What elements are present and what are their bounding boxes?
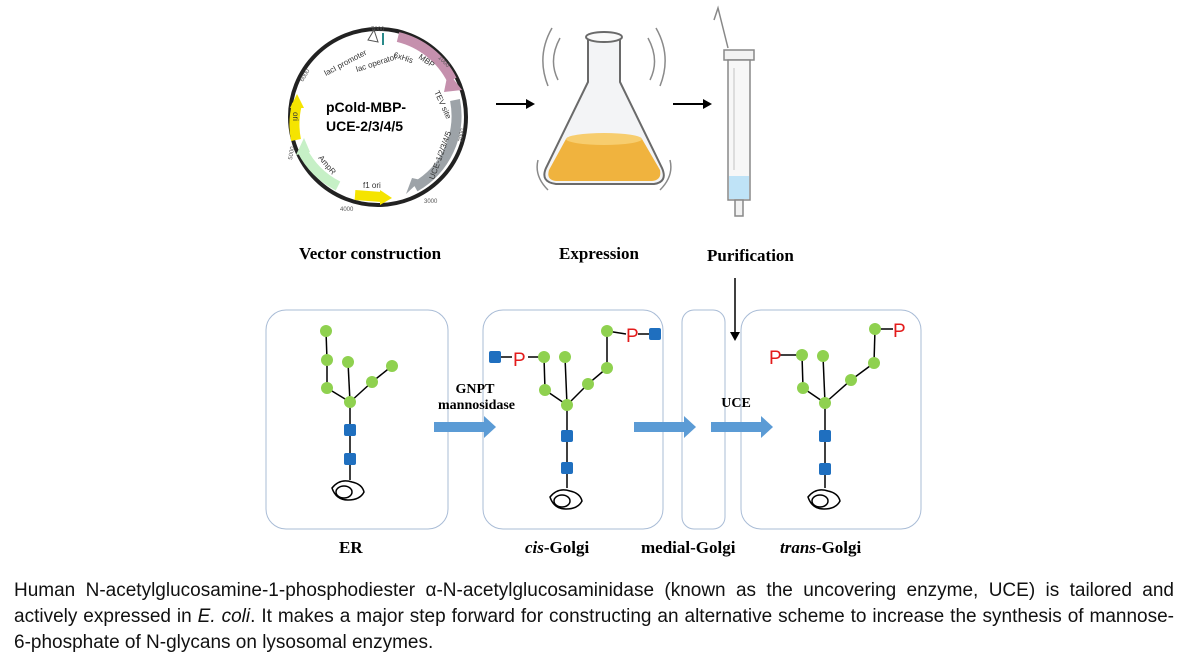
panel-cis-golgi bbox=[482, 309, 664, 530]
panel-trans-golgi bbox=[740, 309, 922, 530]
trans-phosphate-2: P bbox=[893, 321, 906, 342]
ori-segment bbox=[289, 102, 302, 141]
tick-7000: 7000 bbox=[371, 27, 385, 33]
panel-medial-golgi bbox=[681, 309, 726, 530]
cis-prefix: cis bbox=[525, 538, 544, 557]
label-purification: Purification bbox=[707, 246, 794, 265]
label-er: ER bbox=[339, 538, 363, 557]
cis-phosphate-1: P bbox=[513, 350, 526, 371]
glycan-trans bbox=[780, 323, 893, 488]
tick-3000: 3000 bbox=[424, 199, 438, 205]
f1-ori-segment bbox=[354, 190, 383, 202]
label-gnpt: GNPT mannosidase bbox=[438, 382, 516, 414]
trans-suffix: -Golgi bbox=[815, 538, 862, 557]
protein-er bbox=[331, 480, 365, 501]
caption-part1: Human N-acetylglucosamine-1-phosphodiest… bbox=[14, 580, 1174, 627]
blue-arrow-3 bbox=[711, 416, 773, 438]
gnpt-line2: mannosidase bbox=[438, 398, 516, 413]
glycan-er bbox=[320, 325, 398, 480]
tick-5000: 5000 bbox=[288, 146, 296, 161]
gnpt-line1: GNPT bbox=[455, 382, 495, 397]
column-icon bbox=[713, 5, 755, 217]
protein-trans bbox=[807, 489, 841, 510]
tick-2000: 2000 bbox=[458, 128, 466, 143]
label-medial-golgi: medial-Golgi bbox=[641, 538, 736, 557]
trans-phosphate-1: P bbox=[769, 348, 782, 369]
ori-label: ori bbox=[291, 112, 300, 121]
figure-caption: Human N-acetylglucosamine-1-phosphodiest… bbox=[14, 578, 1174, 656]
plasmid-map: pCold-MBP- UCE-2/3/4/5 lacI promoter lac… bbox=[288, 27, 468, 213]
protein-cis bbox=[549, 489, 583, 510]
label-cis-golgi: cis-Golgi bbox=[525, 538, 589, 558]
caption-italic: E. coli bbox=[197, 606, 251, 627]
trans-prefix: trans bbox=[780, 538, 816, 557]
label-uce: UCE bbox=[721, 396, 751, 411]
cis-suffix: -Golgi bbox=[543, 538, 590, 557]
glycan-cis bbox=[489, 325, 661, 488]
flask-icon bbox=[536, 27, 672, 191]
tick-4000: 4000 bbox=[340, 207, 354, 213]
panel-er bbox=[265, 309, 449, 530]
flow-arrow-1 bbox=[496, 99, 535, 109]
cis-phosphate-2: P bbox=[626, 326, 639, 347]
plasmid-name-2: UCE-2/3/4/5 bbox=[326, 118, 403, 134]
pipeline-diagram: pCold-MBP- UCE-2/3/4/5 lacI promoter lac… bbox=[265, 5, 922, 530]
label-expression: Expression bbox=[559, 244, 639, 263]
f1-ori-label: f1 ori bbox=[363, 181, 381, 190]
his-tag-label: 6xHis bbox=[392, 50, 414, 65]
blue-arrow-2 bbox=[634, 416, 696, 438]
purification-down-arrow bbox=[730, 278, 740, 341]
flow-arrow-2 bbox=[673, 99, 712, 109]
uce-segment bbox=[412, 99, 462, 192]
label-vector-construction: Vector construction bbox=[299, 244, 442, 263]
plasmid-name-1: pCold-MBP- bbox=[326, 99, 406, 115]
label-trans-golgi: trans-Golgi bbox=[780, 538, 861, 558]
caption-part2: . It makes a major step forward for cons… bbox=[14, 606, 1174, 653]
blue-arrow-1 bbox=[434, 416, 496, 438]
tev-label: TEV site bbox=[432, 89, 453, 121]
